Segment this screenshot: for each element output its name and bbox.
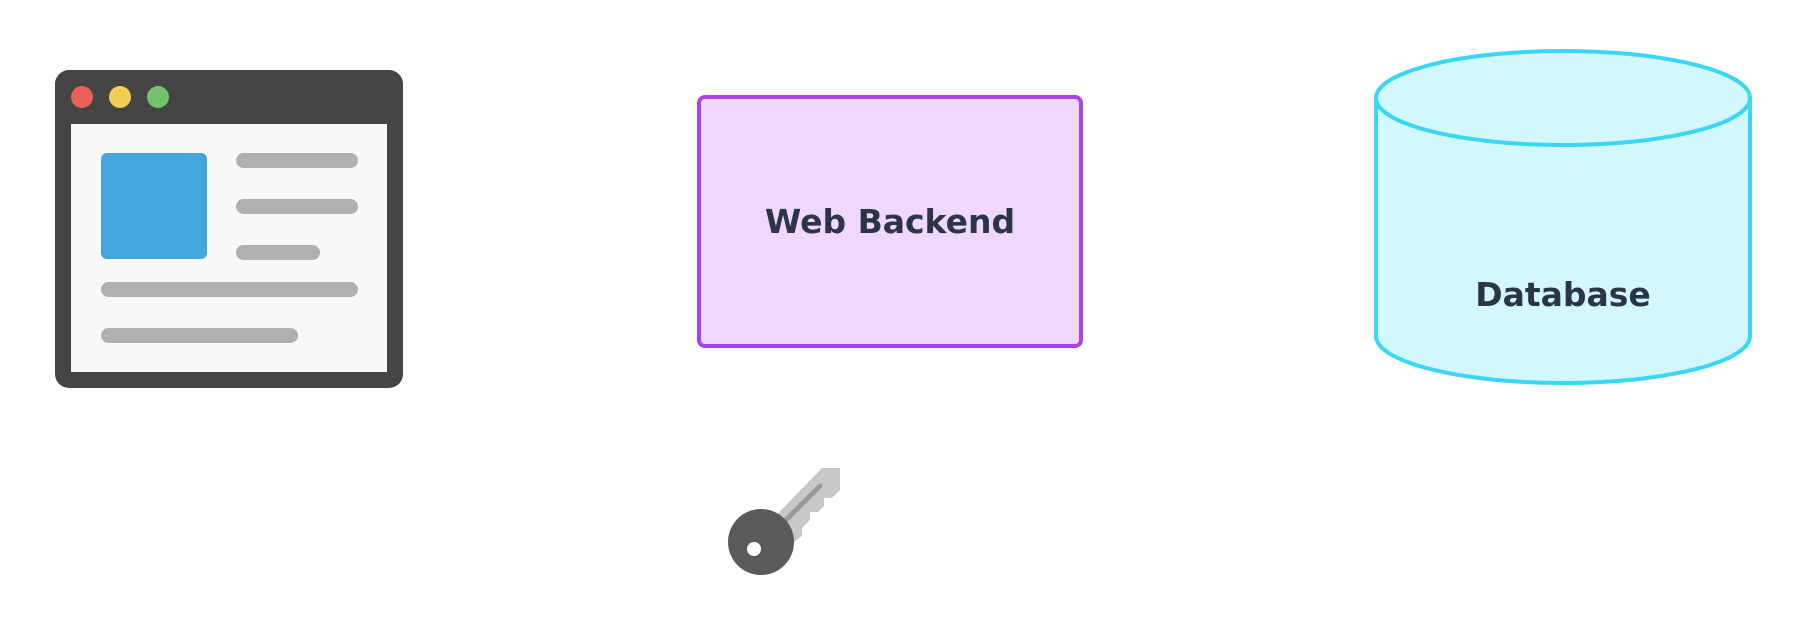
database-node[interactable]: Database — [1365, 44, 1761, 390]
text-line-placeholder — [236, 245, 320, 260]
window-maximize-dot — [147, 86, 169, 108]
window-close-dot — [71, 86, 93, 108]
database-label: Database — [1475, 275, 1651, 314]
browser-window-icon — [55, 70, 403, 388]
key-hole — [747, 542, 761, 556]
web-backend-node[interactable]: Web Backend — [697, 95, 1083, 348]
key-head — [728, 509, 794, 575]
text-line-placeholder — [236, 199, 358, 214]
database-cylinder-top — [1374, 49, 1752, 147]
text-line-placeholder — [101, 328, 298, 343]
window-minimize-dot — [109, 86, 131, 108]
image-placeholder — [101, 153, 207, 259]
database-cylinder-body — [1374, 98, 1752, 385]
text-line-placeholder — [236, 153, 358, 168]
web-backend-label: Web Backend — [764, 202, 1016, 241]
text-line-placeholder — [101, 282, 358, 297]
key-icon — [724, 460, 840, 576]
